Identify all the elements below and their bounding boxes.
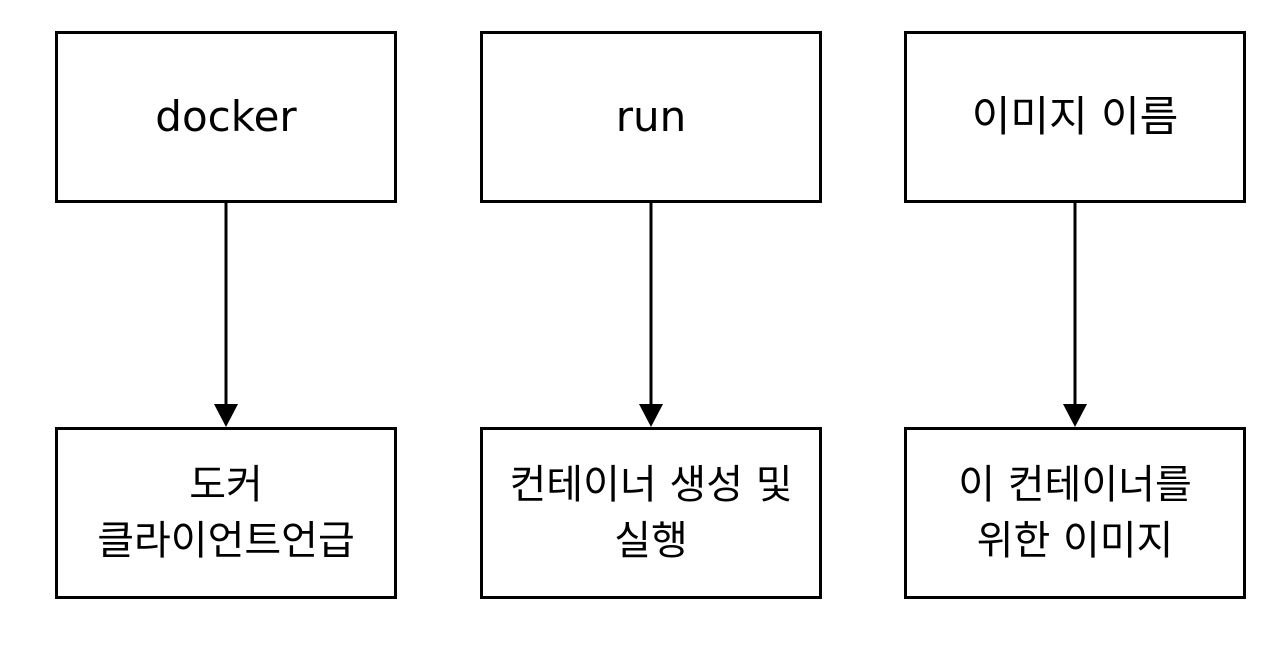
node-docker-description-line-2: 클라이언트언급 <box>97 518 355 564</box>
node-run-description-line-2: 실행 <box>614 518 688 564</box>
node-docker-label: docker <box>155 92 297 141</box>
node-image-name-label: 이미지 이름 <box>971 92 1179 141</box>
node-run-description: 컨테이너 생성 및 실행 <box>480 427 822 599</box>
node-docker-description-line-1: 도커 <box>189 462 263 508</box>
arrow-image-name-to-description <box>1063 203 1087 427</box>
node-image-name-description-line-1: 이 컨테이너를 <box>958 462 1192 508</box>
node-image-name-description-line-2: 위한 이미지 <box>976 518 1174 564</box>
node-run-description-line-1: 컨테이너 생성 및 <box>509 462 793 508</box>
arrow-docker-to-description <box>214 203 238 427</box>
node-run: run <box>480 31 822 203</box>
node-docker-description: 도커 클라이언트언급 <box>55 427 397 599</box>
node-docker: docker <box>55 31 397 203</box>
node-run-label: run <box>615 92 687 141</box>
arrow-run-to-description <box>639 203 663 427</box>
node-image-name: 이미지 이름 <box>904 31 1246 203</box>
node-image-name-description: 이 컨테이너를 위한 이미지 <box>904 427 1246 599</box>
